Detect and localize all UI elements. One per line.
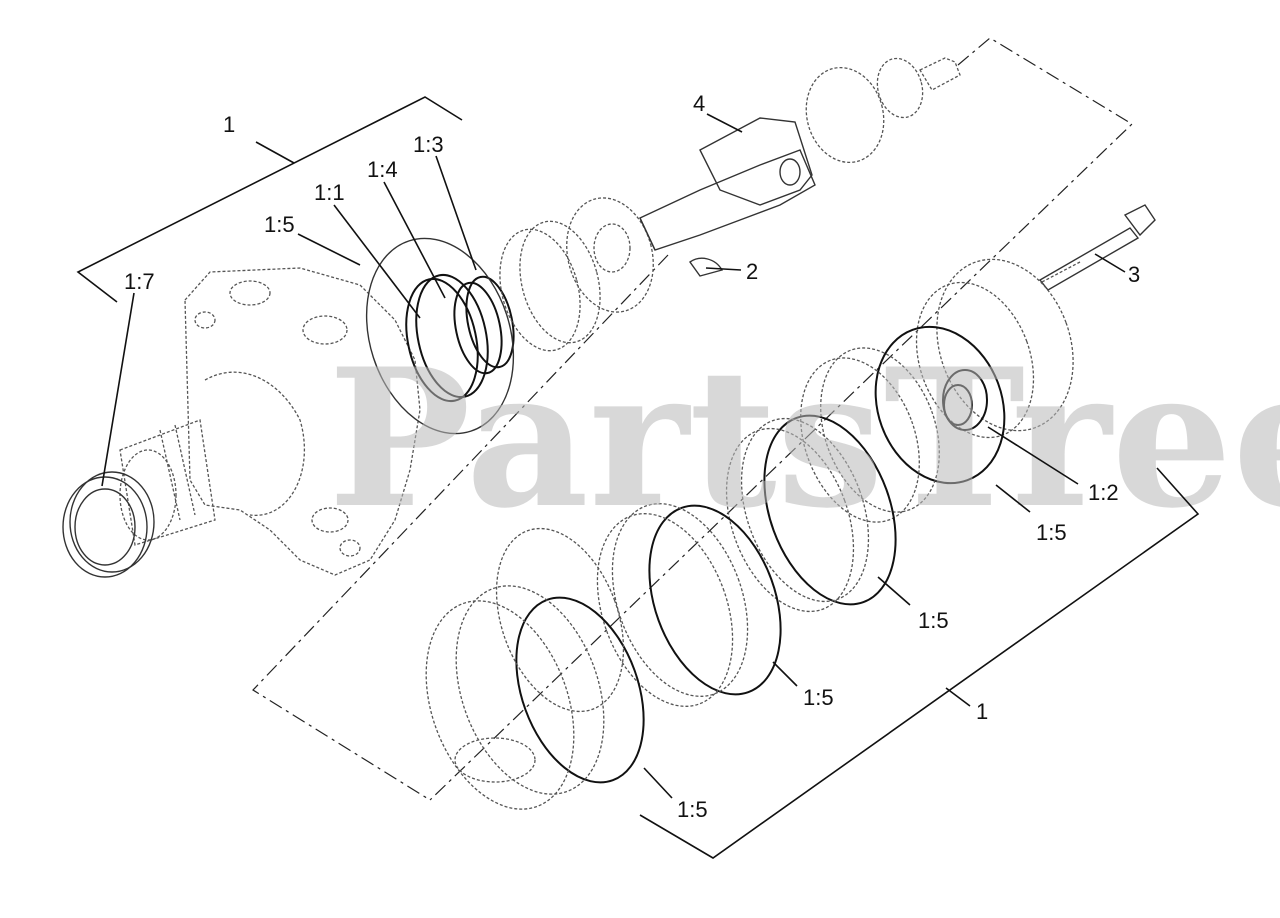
callout-4: 4 — [693, 91, 705, 116]
callout-labels: 1 1:7 1:5 1:1 1:4 1:3 4 2 3 1:2 1:5 1:5 … — [124, 91, 1140, 822]
commutator-plate — [596, 503, 782, 707]
callout-1-7: 1:7 — [124, 269, 155, 294]
seal-rings — [365, 237, 515, 435]
callout-1-5-b: 1:5 — [1036, 520, 1067, 545]
callout-1-5-e: 1:5 — [677, 797, 708, 822]
woodruff-key — [689, 257, 724, 277]
callout-1-4: 1:4 — [367, 157, 398, 182]
callout-1-5-c: 1:5 — [918, 608, 949, 633]
output-shaft — [119, 419, 216, 546]
callout-1-5-a: 1:5 — [264, 212, 295, 237]
callout-1-1: 1:1 — [314, 180, 345, 205]
callout-1-top: 1 — [223, 112, 235, 137]
drive-shaft — [639, 117, 816, 251]
motor-housing — [184, 267, 421, 576]
callout-bracket-bottom — [639, 467, 1200, 859]
shaft-seal-1-7 — [62, 471, 155, 578]
watermark: PartsTree — [328, 327, 1280, 550]
callout-1-5-d: 1:5 — [803, 685, 834, 710]
assembly-guide-lines — [252, 37, 1133, 801]
gerotor-set — [425, 527, 645, 810]
leader-lines — [101, 113, 1126, 799]
callout-1-3: 1:3 — [413, 132, 444, 157]
callout-bracket-top — [76, 96, 463, 303]
seal-ring-1-2 — [874, 325, 1006, 485]
splined-coupling — [805, 57, 961, 164]
manifold-plate — [725, 414, 897, 613]
callout-3: 3 — [1128, 262, 1140, 287]
callout-1-bottom: 1 — [976, 699, 988, 724]
callout-1-2: 1:2 — [1088, 480, 1119, 505]
callout-2: 2 — [746, 259, 758, 284]
valve-plate — [800, 347, 940, 523]
thrust-bearing — [499, 197, 654, 352]
